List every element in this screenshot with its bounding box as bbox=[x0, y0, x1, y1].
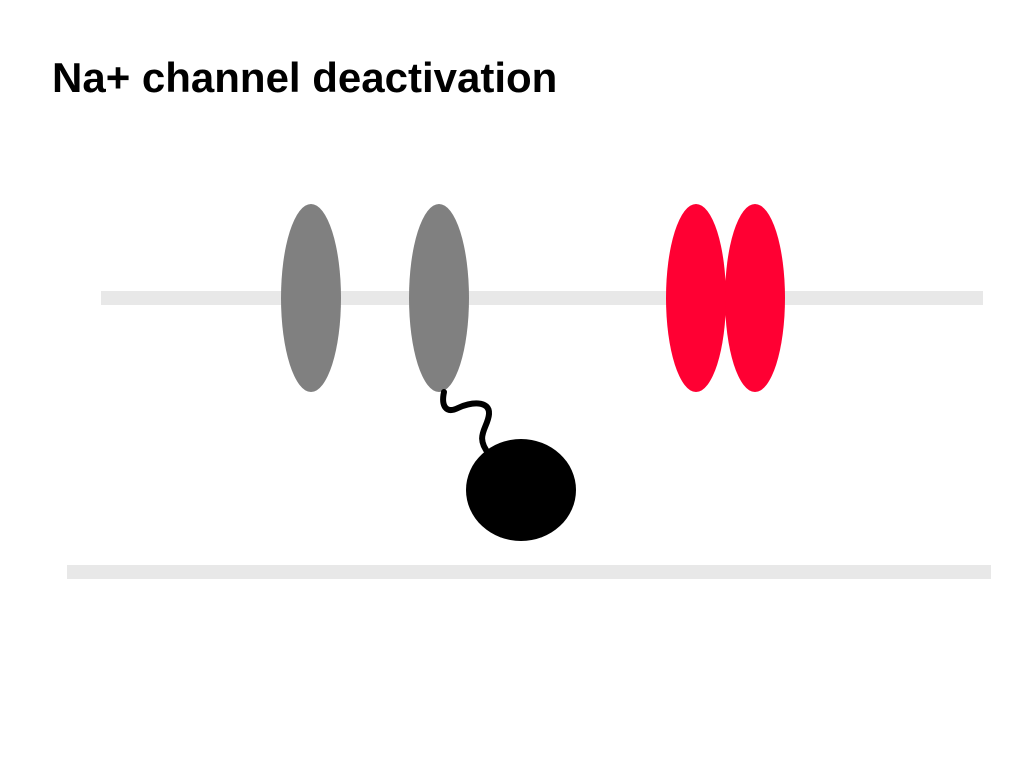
slide-title: Na+ channel deactivation bbox=[52, 54, 558, 101]
red-channel-left-subunit bbox=[666, 204, 726, 392]
inactivation-ball bbox=[466, 439, 576, 541]
gray-channel-left-subunit bbox=[281, 204, 341, 392]
tether-chain bbox=[440, 389, 492, 457]
red-channel-right-subunit bbox=[725, 204, 785, 392]
lower-membrane bbox=[67, 565, 991, 579]
inactivation-gate bbox=[440, 389, 576, 541]
gray-channel-right-subunit bbox=[409, 204, 469, 392]
red-channel bbox=[666, 204, 785, 392]
gray-channel bbox=[281, 204, 469, 392]
upper-membrane bbox=[101, 291, 983, 305]
